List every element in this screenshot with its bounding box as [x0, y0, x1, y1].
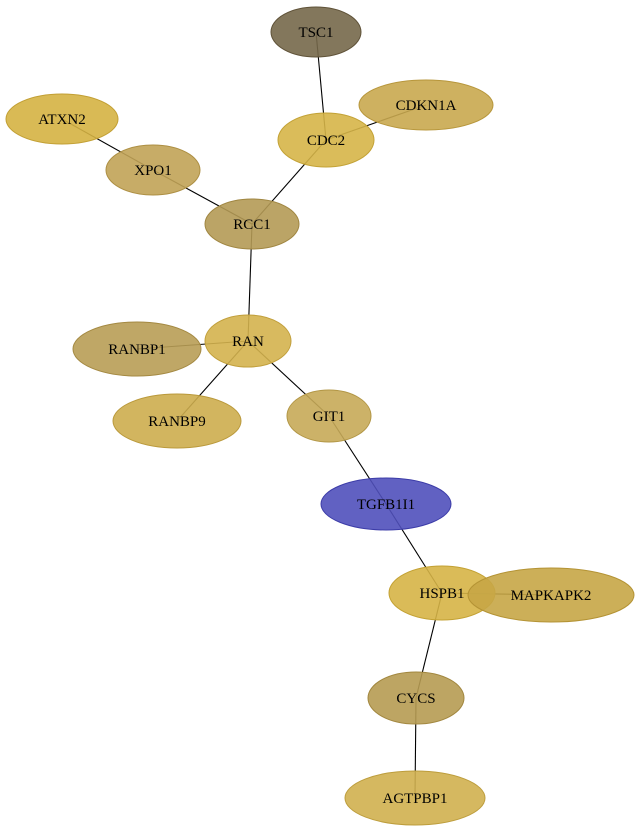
node-cycs[interactable]: CYCS: [367, 671, 465, 725]
node-agtpbp1[interactable]: AGTPBP1: [344, 770, 486, 826]
node-ellipse: [286, 389, 372, 443]
node-ellipse: [112, 393, 242, 449]
node-tgfb1i1[interactable]: TGFB1I1: [320, 477, 452, 531]
node-ellipse: [204, 314, 292, 368]
node-tsc1[interactable]: TSC1: [270, 6, 362, 58]
node-ellipse: [270, 6, 362, 58]
node-label: GIT1: [313, 409, 346, 425]
node-ran[interactable]: RAN: [204, 314, 292, 368]
node-ellipse: [105, 144, 201, 196]
node-atxn2[interactable]: ATXN2: [5, 93, 119, 145]
node-ellipse: [204, 198, 300, 250]
node-label: CDKN1A: [396, 98, 457, 114]
node-label: CYCS: [396, 691, 435, 707]
node-label: RANBP9: [148, 414, 206, 430]
node-ellipse: [467, 567, 635, 623]
node-cdkn1a[interactable]: CDKN1A: [358, 79, 494, 131]
node-ellipse: [320, 477, 452, 531]
node-label: TSC1: [298, 25, 333, 41]
node-hspb1[interactable]: HSPB1: [388, 565, 496, 621]
node-cdc2[interactable]: CDC2: [277, 112, 375, 168]
node-label: ATXN2: [38, 112, 86, 128]
node-ellipse: [277, 112, 375, 168]
node-git1[interactable]: GIT1: [286, 389, 372, 443]
node-ellipse: [367, 671, 465, 725]
node-xpo1[interactable]: XPO1: [105, 144, 201, 196]
node-ellipse: [358, 79, 494, 131]
node-label: MAPKAPK2: [511, 588, 592, 604]
node-label: TGFB1I1: [357, 497, 415, 513]
node-label: XPO1: [134, 163, 172, 179]
node-ranbp1[interactable]: RANBP1: [72, 321, 202, 377]
node-label: HSPB1: [419, 586, 464, 602]
node-label: RAN: [232, 334, 264, 350]
node-ellipse: [344, 770, 486, 826]
node-label: AGTPBP1: [382, 791, 447, 807]
node-label: RANBP1: [108, 342, 166, 358]
node-label: RCC1: [233, 217, 271, 233]
node-rcc1[interactable]: RCC1: [204, 198, 300, 250]
node-mapkapk2[interactable]: MAPKAPK2: [467, 567, 635, 623]
node-ranbp9[interactable]: RANBP9: [112, 393, 242, 449]
node-label: CDC2: [307, 133, 345, 149]
node-ellipse: [72, 321, 202, 377]
node-ellipse: [5, 93, 119, 145]
